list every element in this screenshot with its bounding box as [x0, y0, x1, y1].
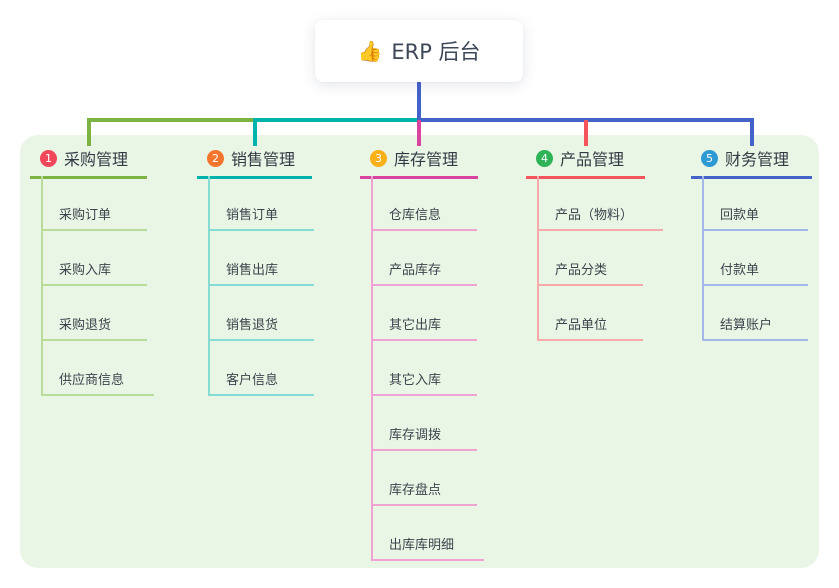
branch-5-number-badge: 5 — [701, 149, 718, 167]
branch-2-label: 销售管理 — [231, 150, 296, 169]
child-node[interactable]: 采购入库 — [43, 231, 147, 286]
child-node[interactable]: 供应商信息 — [43, 341, 155, 396]
child-node-label: 销售订单 — [226, 208, 279, 223]
branch-1-number-badge: 1 — [40, 149, 57, 167]
child-node-label: 产品单位 — [555, 318, 608, 333]
branches-panel-background — [20, 135, 819, 568]
child-node-label: 结算账户 — [720, 318, 773, 333]
branch-4-label: 产品管理 — [560, 150, 625, 169]
branch-4-drop-connector — [583, 120, 588, 146]
branch-1-children: 采购订单采购入库采购退货供应商信息 — [41, 176, 155, 396]
child-node[interactable]: 销售出库 — [210, 231, 314, 286]
bus-segment-left-green — [86, 118, 255, 122]
child-node[interactable]: 其它出库 — [373, 286, 477, 341]
branch-1-drop-connector — [86, 120, 91, 146]
child-node-label: 销售退货 — [226, 318, 279, 333]
child-node-label: 销售出库 — [226, 263, 279, 278]
child-node-label: 库存盘点 — [389, 483, 442, 498]
branch-5-children: 回款单付款单结算账户 — [702, 176, 808, 341]
child-node[interactable]: 销售订单 — [210, 176, 314, 231]
branch-3-node[interactable]: 3 库存管理 — [360, 145, 478, 179]
child-node-label: 其它入库 — [389, 373, 442, 388]
root-label: ERP 后台 — [391, 40, 481, 64]
branch-4-number-badge: 4 — [536, 149, 553, 167]
child-node[interactable]: 其它入库 — [373, 341, 477, 396]
child-node[interactable]: 结算账户 — [704, 286, 808, 341]
branch-5-drop-connector — [749, 120, 754, 146]
child-node[interactable]: 采购订单 — [43, 176, 147, 231]
child-node-label: 库存调拨 — [389, 428, 442, 443]
child-node-label: 仓库信息 — [389, 208, 442, 223]
child-node-label: 其它出库 — [389, 318, 442, 333]
branch-2-drop-connector — [252, 120, 257, 146]
branch-5-label: 财务管理 — [725, 150, 790, 169]
branch-1-node[interactable]: 1 采购管理 — [30, 145, 147, 179]
child-node[interactable]: 产品（物料） — [539, 176, 664, 231]
child-node-label: 产品（物料） — [555, 208, 634, 223]
branch-3-children: 仓库信息产品库存其它出库其它入库库存调拨库存盘点出库库明细 — [371, 176, 485, 561]
branch-4-node[interactable]: 4 产品管理 — [526, 145, 645, 179]
branch-3-label: 库存管理 — [394, 150, 459, 169]
branch-3-drop-connector — [417, 120, 421, 146]
child-node-label: 产品分类 — [555, 263, 608, 278]
root-connector-stem — [417, 80, 421, 124]
child-node[interactable]: 库存盘点 — [373, 451, 477, 506]
thumbs-up-icon: 👍 — [357, 39, 383, 63]
child-node[interactable]: 库存调拨 — [373, 396, 477, 451]
branch-5-node[interactable]: 5 财务管理 — [691, 145, 812, 179]
branch-2-children: 销售订单销售出库销售退货客户信息 — [208, 176, 314, 396]
child-node[interactable]: 采购退货 — [43, 286, 147, 341]
child-node[interactable]: 付款单 — [704, 231, 808, 286]
branch-2-node[interactable]: 2 销售管理 — [197, 145, 312, 179]
child-node-label: 客户信息 — [226, 373, 279, 388]
branch-3-number-badge: 3 — [370, 149, 387, 167]
child-node[interactable]: 产品库存 — [373, 231, 477, 286]
child-node[interactable]: 回款单 — [704, 176, 808, 231]
child-node-label: 采购订单 — [59, 208, 112, 223]
branch-1-label: 采购管理 — [64, 150, 129, 169]
child-node[interactable]: 客户信息 — [210, 341, 314, 396]
child-node-label: 出库库明细 — [389, 538, 455, 553]
child-node-label: 供应商信息 — [59, 373, 125, 388]
child-node[interactable]: 产品分类 — [539, 231, 643, 286]
child-node-label: 采购入库 — [59, 263, 112, 278]
branch-2-number-badge: 2 — [207, 149, 224, 167]
root-node[interactable]: 👍 ERP 后台 — [315, 20, 523, 82]
child-node[interactable]: 销售退货 — [210, 286, 314, 341]
child-node[interactable]: 产品单位 — [539, 286, 643, 341]
bus-segment-mid-teal — [252, 118, 421, 122]
branch-4-children: 产品（物料） 产品分类产品单位 — [537, 176, 664, 341]
child-node-label: 产品库存 — [389, 263, 442, 278]
child-node-label: 回款单 — [720, 208, 760, 223]
child-node[interactable]: 出库库明细 — [373, 506, 485, 561]
child-node-label: 付款单 — [720, 263, 760, 278]
child-node[interactable]: 仓库信息 — [373, 176, 477, 231]
child-node-label: 采购退货 — [59, 318, 112, 333]
